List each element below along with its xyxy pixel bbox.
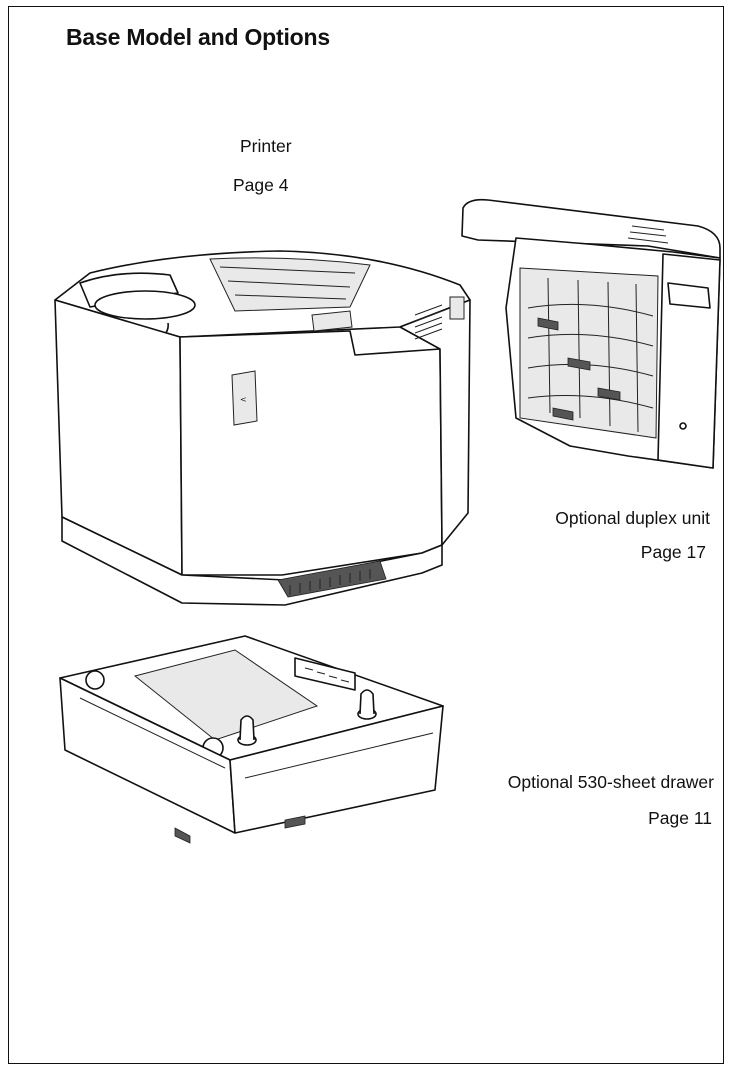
drawer-label: Optional 530-sheet drawer (507, 772, 714, 792)
printer-illustration: < (54, 250, 471, 606)
duplex-unit-illustration (461, 198, 721, 469)
duplex-page-ref[interactable]: Page 17 (640, 542, 706, 562)
page-title: Base Model and Options (66, 24, 330, 50)
duplex-label: Optional duplex unit (555, 508, 710, 528)
printer-label: Printer (240, 136, 292, 156)
printer-page-ref[interactable]: Page 4 (233, 175, 289, 195)
drawer-illustration (59, 635, 444, 844)
drawer-page-ref[interactable]: Page 11 (648, 808, 712, 828)
svg-text:<: < (240, 395, 247, 404)
